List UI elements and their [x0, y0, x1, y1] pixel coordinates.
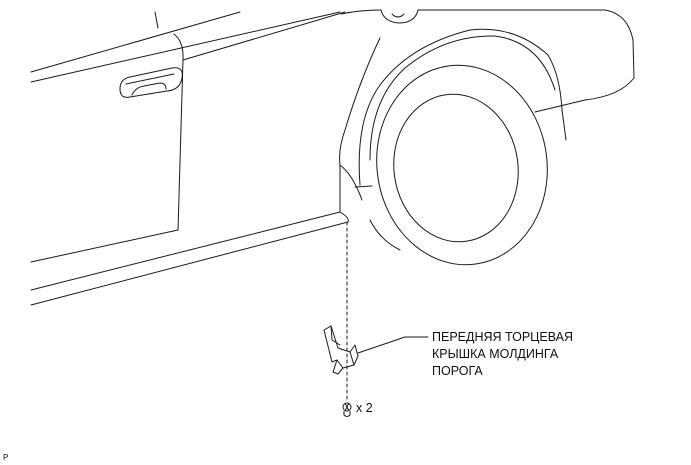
part-label-line-3: ПОРОГА	[432, 364, 483, 378]
part-label-line-2: КРЫШКА МОЛДИНГА	[432, 347, 559, 361]
end-cover-part	[323, 325, 359, 375]
quarter-panel	[339, 9, 635, 201]
clip-icon	[342, 402, 352, 417]
window-belt-lines	[30, 11, 341, 83]
figure-code: P	[3, 453, 9, 462]
door-handle	[119, 67, 183, 98]
part-label: ПЕРЕДНЯЯ ТОРЦЕВАЯ КРЫШКА МОЛДИНГА ПОРОГА	[432, 329, 573, 380]
rear-door	[30, 11, 346, 263]
quantity-label: x 2	[356, 401, 373, 415]
part-label-line-1: ПЕРЕДНЯЯ ТОРЦЕВАЯ	[432, 330, 574, 344]
callout-leader	[357, 336, 429, 354]
rear-wheel	[358, 28, 567, 266]
rocker-sill	[30, 164, 349, 306]
